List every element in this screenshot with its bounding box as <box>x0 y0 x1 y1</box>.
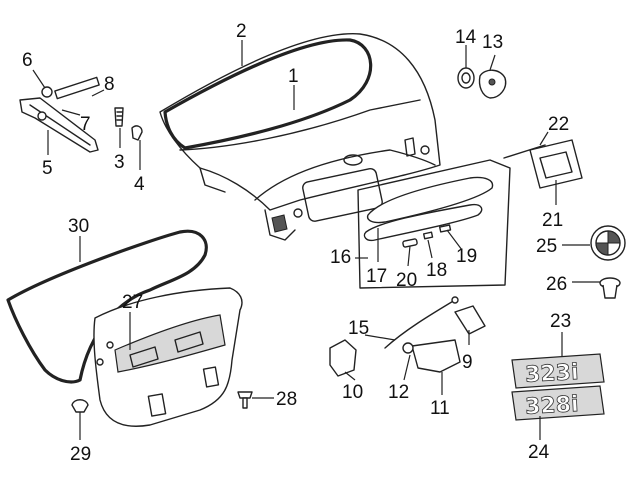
callout-21: 21 <box>542 210 563 231</box>
callout-3: 3 <box>114 152 125 173</box>
callout-24: 24 <box>528 442 550 463</box>
callout-12: 12 <box>388 382 409 403</box>
callout-17: 17 <box>366 266 387 287</box>
callout-9: 9 <box>462 352 473 373</box>
callout-4: 4 <box>134 174 145 195</box>
callout-10: 10 <box>342 382 363 403</box>
trunk-liner-27 <box>114 314 226 373</box>
hinge-assembly[interactable] <box>19 76 143 153</box>
emblem[interactable] <box>590 225 626 261</box>
callout-16: 16 <box>330 247 351 268</box>
callout-18: 18 <box>426 260 447 281</box>
trunk-lid[interactable] <box>159 33 441 241</box>
badge-328i[interactable]: 328i <box>511 385 605 421</box>
callout-25: 25 <box>536 236 557 257</box>
callouts: 1 2 3 4 5 6 7 8 9 10 11 12 13 14 15 16 1… <box>22 21 571 465</box>
badge-323i[interactable]: 323i <box>511 353 605 389</box>
license-lamp[interactable] <box>503 139 583 189</box>
callout-11: 11 <box>430 398 450 419</box>
trunk-seal-30 <box>6 229 208 384</box>
callout-19: 19 <box>456 246 477 267</box>
callout-29: 29 <box>70 444 91 465</box>
callout-23: 23 <box>550 311 571 332</box>
callout-27: 27 <box>122 292 143 313</box>
callout-2: 2 <box>236 21 247 42</box>
latch-mechanism[interactable] <box>329 296 486 377</box>
callout-1: 1 <box>288 66 299 87</box>
callout-8: 8 <box>104 74 115 95</box>
callout-13: 13 <box>482 32 503 53</box>
lock-cylinder[interactable] <box>457 67 507 99</box>
handle-trim-group[interactable] <box>357 159 511 289</box>
callout-22: 22 <box>548 114 569 135</box>
leader-lines <box>32 40 600 440</box>
trunk-lid-panel[interactable] <box>6 229 243 427</box>
grommet[interactable] <box>599 277 621 299</box>
trunk-lid-seal <box>163 38 373 150</box>
callout-6: 6 <box>22 50 33 71</box>
callout-28: 28 <box>276 389 297 410</box>
fasteners[interactable] <box>71 391 253 413</box>
callout-14: 14 <box>455 27 477 48</box>
callout-7: 7 <box>80 114 91 135</box>
callout-20: 20 <box>396 270 417 291</box>
callout-5: 5 <box>42 158 53 179</box>
badge-328i-text: 328i <box>524 392 579 420</box>
badge-323i-text: 323i <box>524 360 579 388</box>
callout-30: 30 <box>68 216 89 237</box>
callout-15: 15 <box>348 318 369 339</box>
callout-26: 26 <box>546 274 567 295</box>
